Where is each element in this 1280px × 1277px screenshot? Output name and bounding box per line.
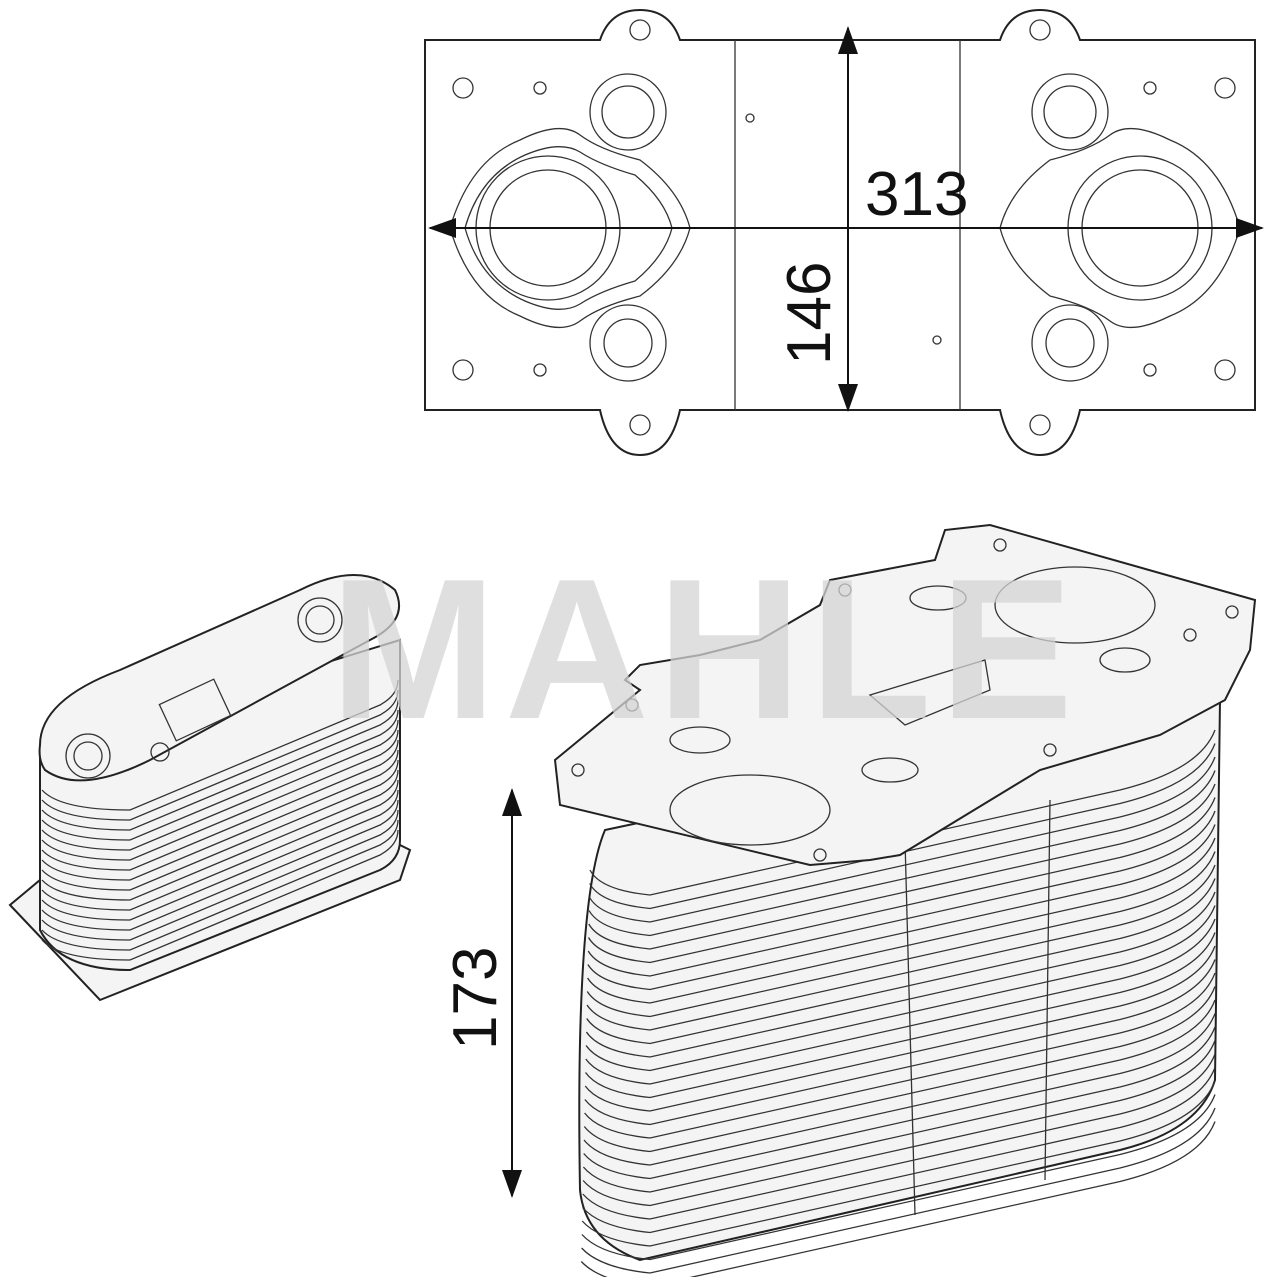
cooler-fin-line — [582, 1040, 1216, 1207]
dimension-width-label: 313 — [865, 160, 968, 229]
cooler-fin-line — [581, 1080, 1216, 1247]
cooler-fin-line — [41, 679, 399, 811]
top-view-plate — [424, 8, 1256, 457]
cooler-fin-line — [41, 719, 399, 851]
dimension-width: 313 — [428, 160, 1264, 238]
cooler-fin-line — [584, 972, 1216, 1139]
cooler-fin-line — [41, 829, 399, 961]
cooler-fin-line — [41, 739, 399, 871]
dimension-depth-label: 146 — [775, 262, 844, 365]
cooler-fin-line — [580, 1121, 1216, 1277]
cooler-fin-line — [588, 783, 1216, 950]
cooler-fin-line — [583, 999, 1216, 1166]
cooler-fin-line — [587, 810, 1216, 977]
cooler-fin-line — [582, 1053, 1216, 1220]
cooler-fin-line — [587, 797, 1216, 964]
cooler-fin-line — [588, 770, 1216, 937]
cooler-fin-line — [587, 824, 1216, 991]
cooler-fin-line — [584, 932, 1216, 1099]
cooler-fin-line — [581, 1094, 1216, 1261]
cooler-fin-line — [41, 769, 399, 901]
cooler-fin-line — [588, 756, 1216, 923]
dimension-height: 173 — [441, 788, 522, 1198]
cooler-fin-line — [41, 789, 399, 921]
cooler-fin-line — [41, 709, 399, 841]
cooler-fin-line — [583, 1013, 1216, 1180]
cooler-fin-line — [586, 864, 1216, 1031]
small-isometric-view — [8, 574, 412, 1002]
cooler-fin-line — [41, 729, 399, 861]
dimension-depth: 146 — [775, 26, 858, 412]
cooler-fin-line — [584, 959, 1216, 1126]
cooler-fin-line — [582, 1026, 1216, 1193]
cooler-fin-line — [586, 851, 1216, 1018]
cooler-fin-line — [582, 1067, 1216, 1234]
cooler-fin-line — [589, 743, 1216, 910]
cooler-fin-line — [586, 878, 1216, 1045]
cooler-fin-line — [41, 749, 399, 881]
large-isometric-view — [553, 523, 1257, 1277]
cooler-fin-line — [584, 945, 1216, 1112]
cooler-fin-line — [583, 986, 1216, 1153]
cooler-fin-line — [41, 799, 399, 931]
cooler-fin-line — [585, 891, 1216, 1058]
cooler-fin-line — [585, 905, 1216, 1072]
cooler-fin-line — [587, 837, 1216, 1004]
cooler-fin-line — [41, 779, 399, 911]
cooler-fin-line — [589, 729, 1216, 896]
cooler-fin-line — [41, 699, 399, 831]
cooler-fin-line — [41, 689, 399, 821]
cooler-fin-line — [41, 759, 399, 891]
cooler-fin-line — [41, 819, 399, 951]
cooler-fin-line — [41, 809, 399, 941]
dimension-height-label: 173 — [441, 947, 510, 1050]
cooler-fin-line — [581, 1107, 1216, 1274]
cooler-fin-line — [585, 918, 1216, 1085]
